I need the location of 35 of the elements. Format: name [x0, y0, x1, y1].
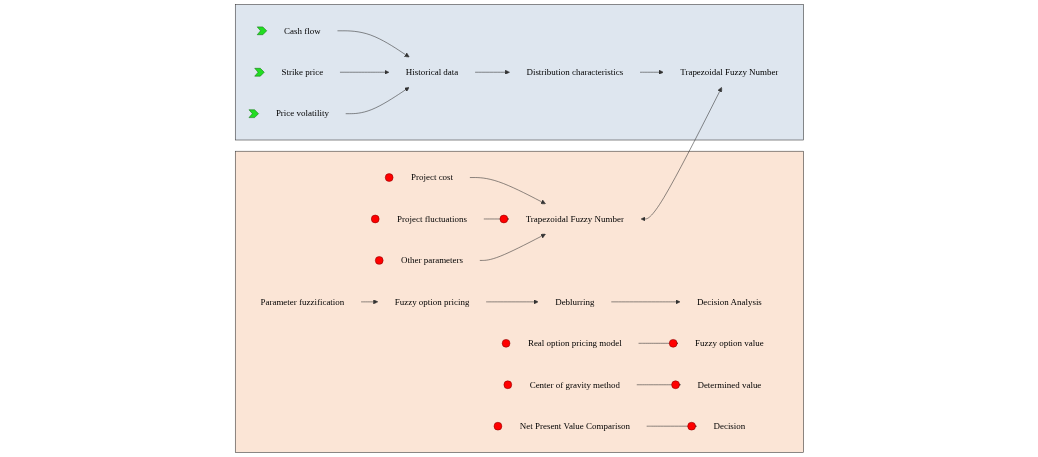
node-text: Deblurring [554, 296, 594, 307]
node-circle [370, 214, 379, 224]
node-label: Center of gravity method [529, 379, 620, 390]
node-label: Other parameters [400, 255, 463, 265]
node-text: Parameter fuzzification [259, 296, 344, 307]
node-circle [499, 214, 508, 224]
node-label: Project fluctuations [396, 213, 467, 224]
node-label: Strike price [281, 67, 323, 77]
node-circle [686, 422, 696, 431]
node-label: Determined value [696, 379, 761, 390]
node-text: Fuzzy option pricing [394, 296, 469, 307]
node-chevron [253, 68, 265, 77]
node-circle [501, 339, 510, 348]
node-label: Real option pricing model [527, 338, 622, 348]
node-label: Price volatility [275, 108, 329, 119]
node-chevron [256, 26, 267, 35]
node-label: Decision [712, 421, 745, 431]
node-text: Trapezoidal Fuzzy Number [679, 67, 778, 77]
node-label: Fuzzy option value [694, 338, 764, 348]
cluster [234, 4, 804, 141]
node-label: Trapezoidal Fuzzy Number [525, 213, 624, 224]
node-text: Historical data [405, 67, 458, 77]
node-circle [493, 422, 502, 431]
node-circle [384, 173, 393, 182]
node-chevron [248, 109, 259, 118]
node-label: Net Present Value Comparison [519, 421, 630, 431]
node-circle [670, 380, 680, 389]
node-circle [374, 256, 383, 265]
cluster [234, 150, 804, 453]
node-text: Decision Analysis [696, 296, 762, 307]
node-circle [668, 339, 677, 348]
node-text: Distribution characteristics [525, 67, 623, 77]
node-label: Cash flow [283, 25, 321, 36]
node-label: Project cost [410, 172, 453, 183]
node-circle [503, 380, 512, 389]
